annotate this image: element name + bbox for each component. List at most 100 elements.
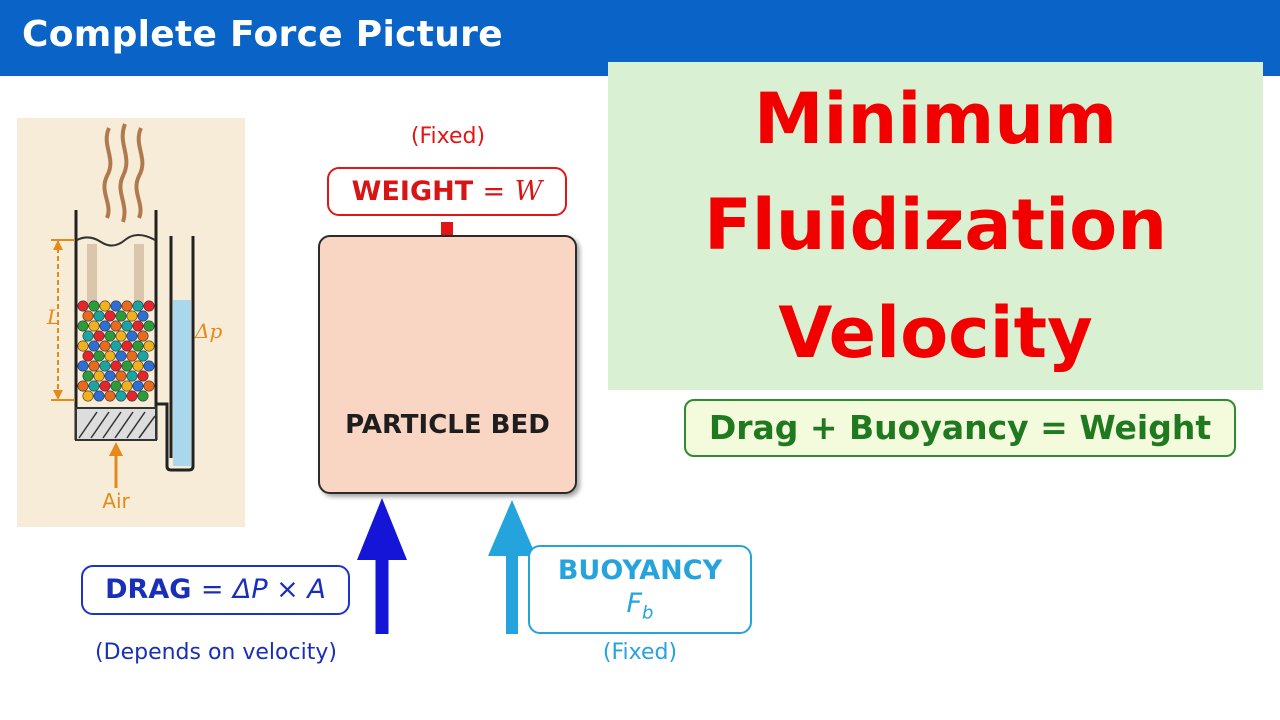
particle (104, 350, 116, 362)
particle (110, 340, 122, 352)
particle (99, 340, 111, 352)
buoyancy-subscript: b (642, 602, 654, 624)
pressure-drop-label: Δp (194, 319, 222, 343)
buoyancy-label-box: BUOYANCY Fb (528, 545, 752, 634)
weight-label-box: WEIGHT = W (327, 167, 567, 216)
particle (104, 370, 116, 382)
buoyancy-note: (Fixed) (602, 640, 678, 665)
particle (121, 340, 133, 352)
drag-operator: = (200, 574, 224, 605)
particle (132, 300, 144, 312)
particle (82, 310, 94, 322)
buoyancy-symbol-group: Fb (530, 588, 750, 623)
particle (110, 300, 122, 312)
particle (143, 360, 155, 372)
weight-operator: = (482, 176, 506, 207)
particle (121, 300, 133, 312)
particle (93, 390, 105, 402)
particle (77, 340, 89, 352)
particle (137, 370, 149, 382)
particle (137, 390, 149, 402)
particle (126, 350, 138, 362)
particle (137, 310, 149, 322)
particle-bed-label: PARTICLE BED (345, 410, 550, 440)
weight-note: (Fixed) (410, 124, 486, 149)
banner-line: Fluidization (703, 184, 1168, 266)
steam-wave-icon (118, 123, 129, 223)
particle (121, 380, 133, 392)
buoyancy-symbol: F (626, 588, 643, 619)
particle (82, 390, 94, 402)
drag-arrowhead (357, 498, 407, 560)
bed-apparatus-drawing: L Δp Air (46, 123, 222, 513)
buoyancy-label: BUOYANCY (557, 555, 723, 586)
gas-stream (87, 244, 97, 304)
particle (88, 320, 100, 332)
particle-bed-box (318, 235, 577, 494)
fluidized-bed-illustration: L Δp Air (17, 118, 245, 527)
particle (104, 330, 116, 342)
steam-wave-icon (134, 127, 145, 219)
topic-banner: Minimum Fluidization Velocity (608, 62, 1263, 390)
manometer-tube (156, 236, 195, 472)
particle (88, 380, 100, 392)
particle (126, 330, 138, 342)
particle (77, 380, 89, 392)
particle (104, 310, 116, 322)
drag-formula: ΔP × A (232, 574, 326, 605)
particle (88, 360, 100, 372)
weight-symbol: W (514, 176, 543, 207)
particle (143, 300, 155, 312)
particle (126, 310, 138, 322)
drag-label: DRAG (105, 574, 192, 605)
particle (77, 360, 89, 372)
particle (137, 330, 149, 342)
bed-surface-line (76, 234, 156, 247)
particle (93, 310, 105, 322)
particle (93, 370, 105, 382)
particle (99, 300, 111, 312)
particle (93, 330, 105, 342)
particle (115, 330, 127, 342)
particle (110, 360, 122, 372)
particle (110, 380, 122, 392)
length-label: L (46, 305, 60, 329)
particle (104, 390, 116, 402)
particle (99, 360, 111, 372)
particle (132, 320, 144, 332)
drag-label-box: DRAG = ΔP × A (81, 565, 350, 615)
buoyancy-arrowhead (488, 500, 536, 556)
particle (82, 330, 94, 342)
particle (82, 350, 94, 362)
particle (99, 380, 111, 392)
particle (77, 300, 89, 312)
weight-label: WEIGHT (351, 176, 474, 207)
particle (132, 380, 144, 392)
particle (121, 320, 133, 332)
banner-line: Velocity (778, 292, 1093, 374)
particle (99, 320, 111, 332)
manometer-liquid (173, 300, 191, 466)
particle (137, 350, 149, 362)
particle (126, 390, 138, 402)
particle (126, 370, 138, 382)
steam-wave-icon (102, 127, 113, 219)
air-label: Air (102, 489, 130, 513)
particle (110, 320, 122, 332)
banner-line: Minimum (753, 78, 1118, 160)
particle (88, 340, 100, 352)
particle (132, 340, 144, 352)
particle (82, 370, 94, 382)
particle (121, 360, 133, 372)
particle (143, 340, 155, 352)
particle-cluster (77, 300, 155, 402)
particle (143, 380, 155, 392)
drag-note: (Depends on velocity) (95, 640, 337, 665)
particle (115, 390, 127, 402)
force-balance-equation: Drag + Buoyancy = Weight (684, 399, 1236, 457)
slide-title: Complete Force Picture (22, 14, 503, 55)
particle (132, 360, 144, 372)
particle (115, 370, 127, 382)
gas-stream (134, 244, 144, 304)
particle (143, 320, 155, 332)
